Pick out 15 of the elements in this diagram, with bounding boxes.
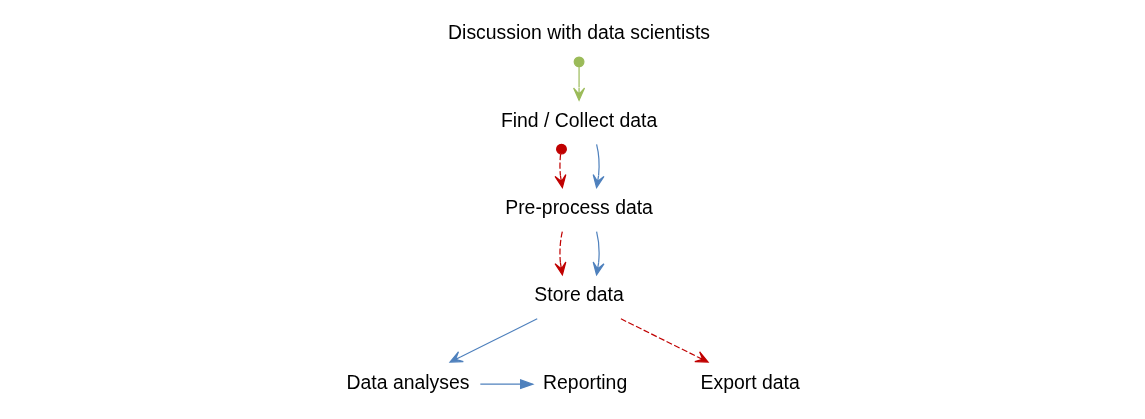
arrow — [448, 318, 538, 363]
arrow — [619, 318, 709, 363]
node-text: Pre-process data — [504, 196, 653, 219]
arrow — [479, 379, 535, 390]
arrow — [553, 143, 567, 189]
node-text: Discussion with data scientists — [447, 21, 710, 44]
arrow — [553, 231, 566, 276]
node-text: Data analyses — [346, 370, 469, 393]
arrow — [592, 231, 605, 276]
node-text: Find / Collect data — [500, 108, 657, 131]
node-text: Store data — [533, 283, 624, 306]
arrow — [572, 56, 585, 101]
arrow — [592, 143, 605, 189]
node-text: Export data — [700, 370, 800, 393]
node-text: Reporting — [542, 370, 627, 393]
